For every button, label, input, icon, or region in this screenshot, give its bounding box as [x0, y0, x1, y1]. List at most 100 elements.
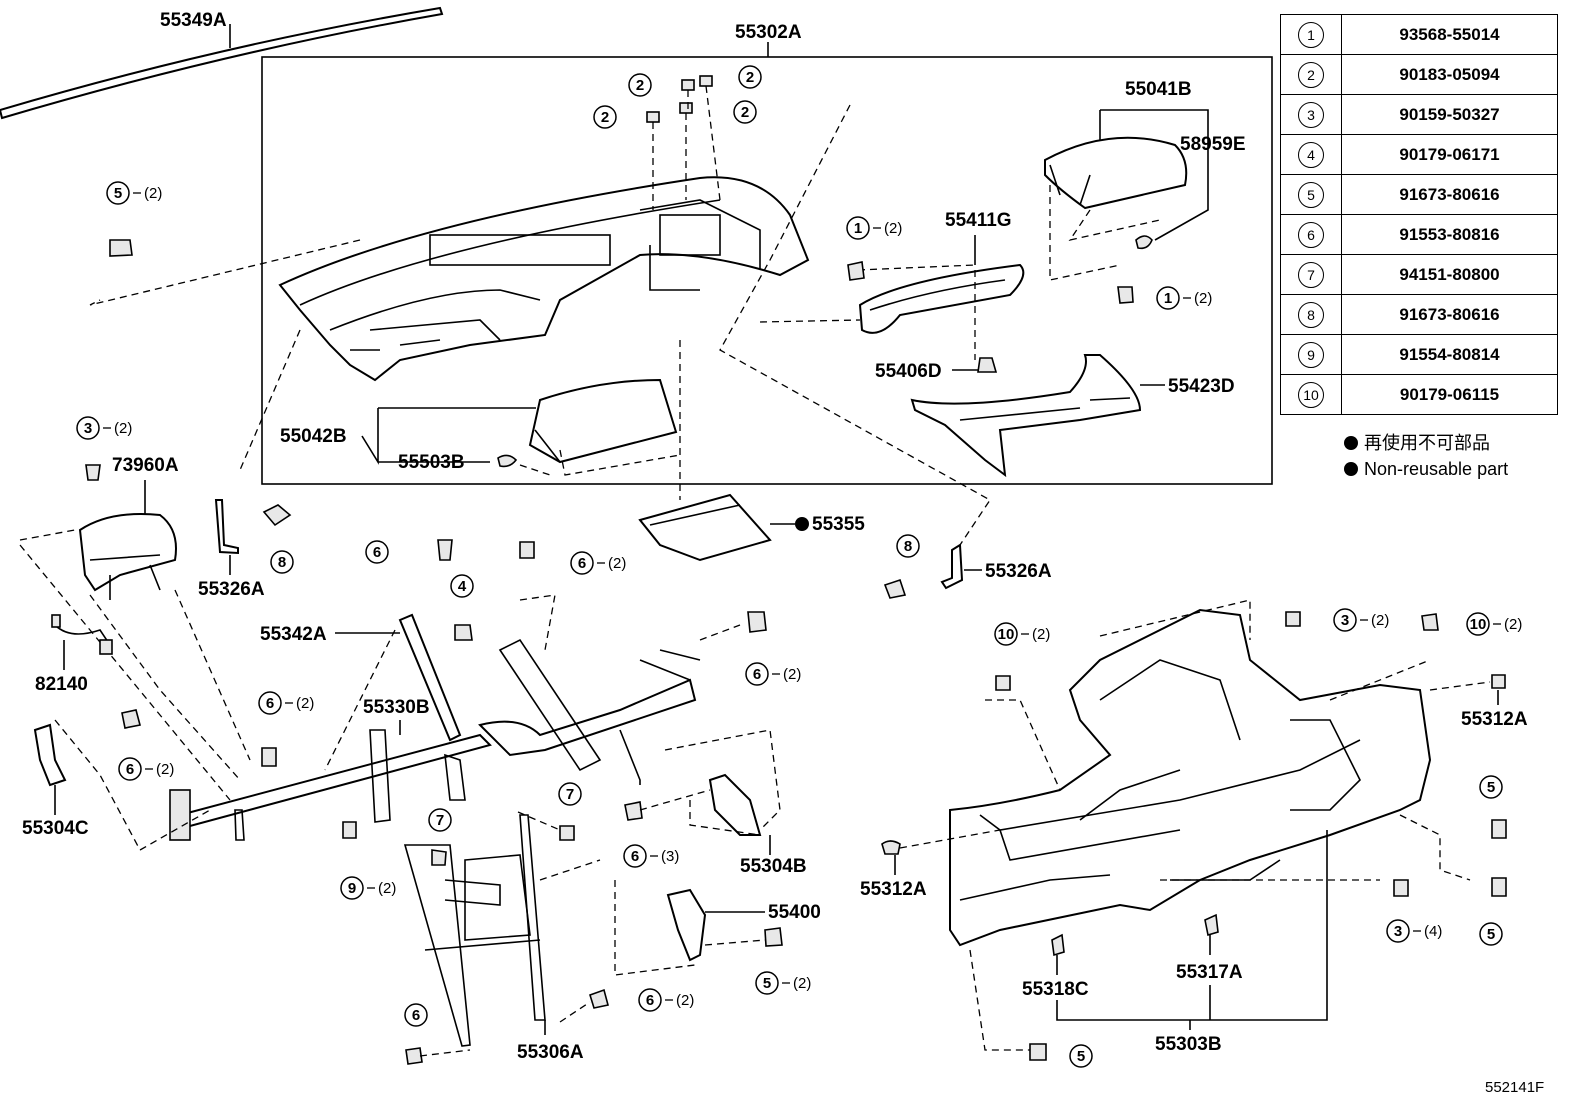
callout-c7-a: 7 [428, 808, 452, 832]
label-55318C: 55318C [1022, 979, 1089, 1000]
label-55317A: 55317A [1176, 962, 1243, 983]
callout-c2-a: 2 [628, 73, 652, 97]
label-55411G: 55411G [945, 210, 1012, 231]
callout-number: 3 [84, 420, 92, 437]
label-55342A: 55342A [260, 624, 327, 645]
ref-part-number: 91673-80616 [1341, 174, 1558, 215]
callout-number: 8 [904, 538, 912, 555]
callout-number: 3 [1394, 923, 1402, 940]
label-55041B: 55041B [1125, 79, 1192, 100]
ref-part-number: 90179-06115 [1341, 374, 1558, 415]
callout-circle [404, 1003, 428, 1027]
callout-number: 5 [1077, 1048, 1085, 1065]
label-55304B: 55304B [740, 856, 807, 877]
label-55349A: 55349A [160, 10, 227, 31]
callout-number: 6 [753, 666, 761, 683]
callout-circle [1069, 1044, 1093, 1068]
callout-circle [593, 105, 617, 129]
ref-number: 7 [1298, 261, 1324, 288]
label-55042B: 55042B [280, 426, 347, 447]
callout-c8-b: 8 [896, 534, 920, 558]
ref-number: 8 [1298, 301, 1324, 328]
callout-c10-b: 10(2) [1466, 612, 1522, 636]
callout-number: 5 [1487, 926, 1495, 943]
callout-number: 7 [436, 812, 444, 829]
label-55304C: 55304C [22, 818, 89, 839]
callout-quantity: (2) [793, 975, 811, 992]
diagram-id: 552141F [1485, 1079, 1544, 1096]
panel-55423D [910, 354, 1142, 478]
nonreusable-dot-icon [1344, 462, 1358, 476]
ref-number-cell: 7 [1280, 254, 1342, 295]
callout-c6-h: 6 [404, 1003, 428, 1027]
callout-c8-a: 8 [270, 550, 294, 574]
callout-circle [1333, 608, 1357, 632]
callout-number: 6 [126, 761, 134, 778]
callout-quantity: (2) [676, 992, 694, 1009]
callout-number: 2 [636, 77, 644, 94]
legend-text-jp: 再使用不可部品 [1364, 433, 1490, 453]
callout-circle [558, 782, 582, 806]
ref-part-number: 91673-80616 [1341, 294, 1558, 335]
pad-55355 [638, 493, 772, 562]
callout-circle [1386, 919, 1410, 943]
callout-c2-d: 2 [733, 100, 757, 124]
callout-number: 2 [746, 69, 754, 86]
callout-circle [638, 988, 662, 1012]
ref-part-number: 91554-80814 [1341, 334, 1558, 375]
ref-number-cell: 8 [1280, 294, 1342, 335]
callout-quantity: (2) [1032, 626, 1050, 643]
callout-c3-a: 3(2) [76, 416, 132, 440]
callout-circle [623, 844, 647, 868]
callout-c1-b: 1(2) [1156, 286, 1212, 310]
ref-number: 5 [1298, 181, 1324, 208]
ref-number-cell: 9 [1280, 334, 1342, 375]
callout-c4-a: 4 [450, 574, 474, 598]
callout-number: 6 [373, 544, 381, 561]
nonreusable-dot-icon [795, 517, 809, 531]
ref-number-cell: 5 [1280, 174, 1342, 215]
callout-circle [1479, 922, 1503, 946]
label-55400: 55400 [768, 902, 821, 923]
callout-quantity: (3) [661, 848, 679, 865]
ref-part-number: 90159-50327 [1341, 94, 1558, 135]
callout-circle [1466, 612, 1490, 636]
callout-number: 6 [646, 992, 654, 1009]
callout-c3-c: 3(4) [1386, 919, 1442, 943]
callout-circle [106, 181, 130, 205]
callout-c6-b: 6(2) [570, 551, 626, 575]
callout-circle [994, 622, 1018, 646]
callout-c6-d: 6(2) [258, 691, 314, 715]
callout-number: 9 [348, 880, 356, 897]
ref-number-cell: 10 [1280, 374, 1342, 415]
label-55326A-right: 55326A [985, 561, 1052, 582]
label-73960A: 73960A [112, 455, 179, 476]
label-55306A: 55306A [517, 1042, 584, 1063]
callout-c5-d: 5 [1479, 922, 1503, 946]
callout-number: 6 [578, 555, 586, 572]
callout-number: 4 [458, 578, 467, 595]
label-55326A-left: 55326A [198, 579, 265, 600]
callout-circle [745, 662, 769, 686]
label-58959E: 58959E [1180, 134, 1246, 155]
label-55503B: 55503B [398, 452, 465, 473]
callout-c6-e: 6(2) [118, 757, 174, 781]
callout-number: 1 [854, 220, 862, 237]
brace-55306A [403, 814, 546, 1047]
callout-number: 10 [1470, 616, 1487, 633]
label-55406D: 55406D [875, 361, 942, 382]
callout-number: 6 [412, 1007, 420, 1024]
nonreusable-dot-icon [1344, 436, 1358, 450]
callout-circle [450, 574, 474, 598]
callout-circle [846, 216, 870, 240]
callout-number: 2 [741, 104, 749, 121]
callout-c7-b: 7 [558, 782, 582, 806]
callout-quantity: (2) [783, 666, 801, 683]
callout-quantity: (2) [884, 220, 902, 237]
